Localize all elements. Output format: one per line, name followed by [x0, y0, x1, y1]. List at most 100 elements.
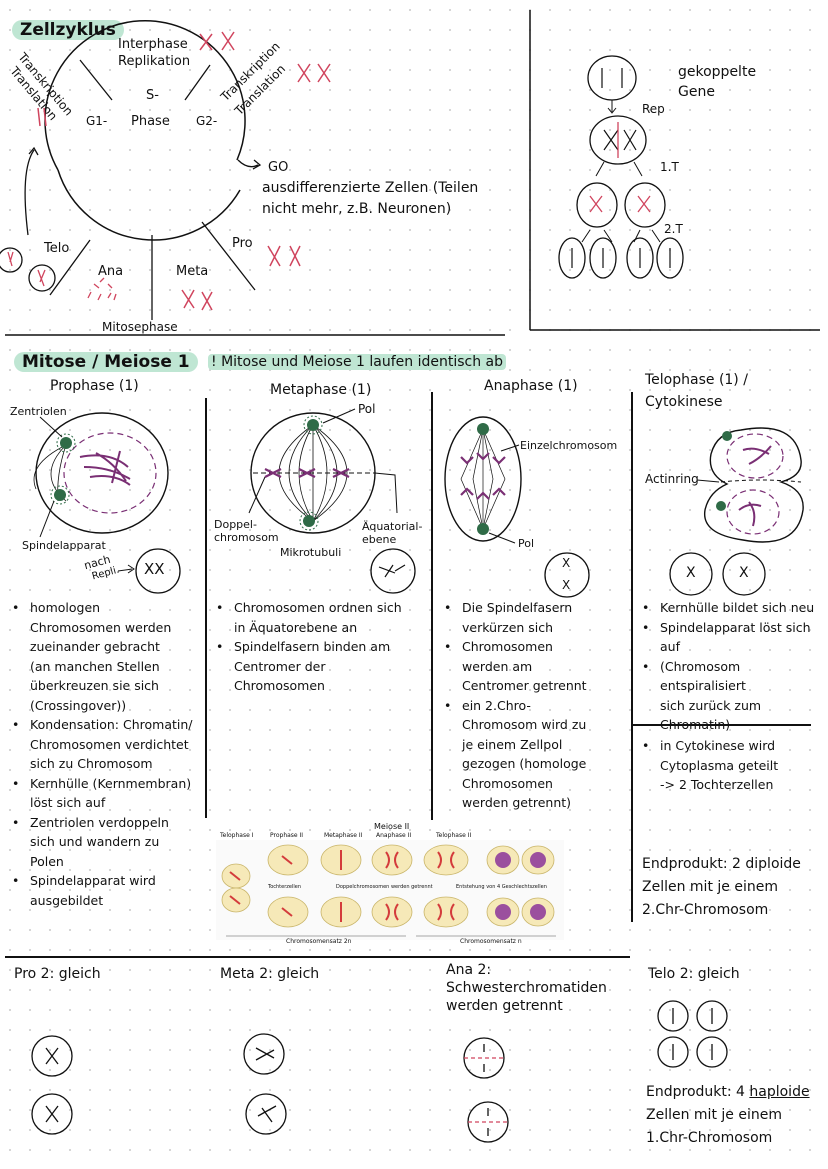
s-phase-label-2: Phase: [131, 114, 170, 129]
endprodukt-meiose-3: 1.Chr-Chromosom: [646, 1130, 773, 1146]
metaphase-title: Metaphase (1): [270, 382, 372, 398]
bullet-line: Chromosom wird zu: [462, 717, 587, 732]
aequatorialebene-label-1: Äquatorial-: [362, 520, 423, 533]
meiose2-cell-drawings: [31, 1000, 728, 1143]
spindelapparat-label: Spindelapparat: [22, 539, 106, 552]
aequatorialebene-label-2: ebene: [362, 533, 397, 546]
pol-label-ana: Pol: [518, 537, 535, 550]
bullet-line: Cytoplasma geteilt: [660, 757, 779, 773]
prophase-xx-symbol: XX: [144, 560, 165, 578]
phase-label-1: Prophase II: [270, 832, 304, 839]
bullet-item: Die Spindelfasern verkürzen sich: [442, 598, 630, 637]
column-divider-3: [631, 392, 633, 922]
bullet-line: homologen: [30, 600, 101, 615]
cycle-circle: [44, 20, 246, 171]
bullet-line: Centromer getrennt: [462, 678, 587, 693]
bullet-line: Chromosomen ordnen sich: [234, 600, 402, 615]
prophase-cell-drawing: [33, 412, 181, 594]
bullet-line: Spindelapparat wird: [30, 873, 156, 888]
bullet-line: ausgebildet: [30, 892, 104, 908]
bullet-line: Zentriolen verdoppeln: [30, 814, 169, 830]
phase-label-0: Telophase I: [220, 832, 254, 839]
caption-doppelchromosomen: Doppelchromosomen werden getrennt: [336, 884, 433, 890]
mitosephase-label: Mitosephase: [102, 320, 178, 334]
linked-genes-diagram: [558, 55, 684, 279]
bullet-line: Chromosomen: [462, 639, 553, 654]
replikation-label: Replikation: [118, 54, 191, 69]
bullet-line: zueinander gebracht: [30, 639, 160, 654]
bullet-line: werden getrennt): [462, 795, 572, 810]
bullet-line: werden am: [462, 658, 533, 674]
bullet-line: (Crossingover)): [30, 697, 127, 713]
second-division-label: 2.T: [664, 222, 683, 236]
bullet-line: löst sich auf: [30, 795, 106, 810]
doppelchromosom-label-1: Doppel-: [214, 518, 257, 531]
bullet-line: Kernhülle (Kernmembran): [30, 775, 192, 791]
caption-geschlechtszellen: Entstehung von 4 Geschlechtszellen: [456, 884, 547, 890]
bullet-line: gezogen (homologe: [462, 756, 587, 771]
interphase-label: Interphase: [118, 37, 188, 52]
phase-label-3: Anaphase II: [376, 832, 412, 839]
meiose-ii-figure: Meiose II Telophase I Prophase II Metaph…: [216, 822, 564, 945]
telophase-bullets: Kernhülle bildet sich neuSpindelapparat …: [640, 598, 828, 735]
bullet-line: -> 2 Tochterzellen: [660, 777, 774, 792]
phase-label-4: Telophase II: [436, 832, 472, 839]
linked-genes-label-1: gekoppelte: [678, 64, 757, 80]
bullet-line: sich und wandern zu: [30, 834, 160, 849]
endprodukt-mitose-3: 2.Chr-Chromosom: [642, 902, 769, 918]
einzelchromosom-label: Einzelchromosom: [520, 439, 618, 452]
first-division-label: 1.T: [660, 160, 679, 174]
column-divider-2: [431, 392, 433, 820]
endprodukt-meiose-2: Zellen mit je einem: [646, 1107, 782, 1123]
bullet-line: verkürzen sich: [462, 619, 554, 635]
anaphase-title: Anaphase (1): [484, 378, 578, 394]
mikrotubuli-label: Mikrotubuli: [280, 546, 342, 559]
caption-chromosomensatz-2n: Chromosomensatz 2n: [286, 938, 352, 945]
meiose-ii-figure-title: Meiose II: [374, 822, 410, 831]
telo2-label: Telo 2: gleich: [648, 966, 740, 982]
bullet-line: je einem Zellpol: [462, 736, 563, 752]
telophase-cell-drawing: [669, 427, 804, 596]
bullet-line: Die Spindelfasern: [462, 600, 573, 615]
s-phase-label-1: S-: [146, 88, 159, 103]
bullet-item: Spindelapparat wird ausgebildet: [10, 871, 205, 910]
bullet-item: Kernhülle bildet sich neu: [640, 598, 828, 618]
telophase-x-symbol-2: X: [739, 565, 749, 581]
prophase-title: Prophase (1): [50, 378, 139, 394]
meta-label: Meta: [176, 264, 209, 279]
column-divider-1: [205, 398, 207, 818]
endprodukt-mitose-1: Endprodukt: 2 diploide: [642, 856, 801, 872]
linked-genes-label-2: Gene: [678, 84, 715, 100]
bullet-line: sich zu Chromosom: [30, 756, 153, 771]
go-description-2: nicht mehr, z.B. Neuronen): [262, 201, 452, 217]
mitose-meiose-note: ! Mitose und Meiose 1 laufen identisch a…: [208, 354, 507, 372]
caption-chromosomensatz-n: Chromosomensatz n: [460, 938, 522, 945]
bullet-line: Chromosomen werden: [30, 619, 172, 635]
bullet-line: Chromosomen: [234, 678, 325, 693]
phase-label-2: Metaphase II: [324, 832, 363, 839]
endprodukt-mitose-2: Zellen mit je einem: [642, 879, 778, 895]
metaphase-cell-drawing: [248, 408, 416, 594]
bullet-item: Kernhülle (Kernmembran) löst sich auf: [10, 774, 205, 813]
endprodukt-meiose-1: Endprodukt: 4 haploide: [646, 1084, 810, 1100]
bullet-line: (an manchen Stellen: [30, 658, 160, 674]
bullet-line: Chromosomen verdichtet: [30, 736, 189, 752]
telophase-title-2: Cytokinese: [645, 394, 723, 410]
bullet-line: überkreuzen sie sich: [30, 678, 159, 693]
meiose2-divider: [5, 956, 630, 958]
bullet-line: Polen: [30, 853, 64, 869]
bullet-item: Chromosomen werden am Centromer getrennt: [442, 637, 630, 696]
caption-tochterzellen: Tochterzellen: [268, 884, 301, 890]
bullet-line: Chromatin): [660, 717, 731, 732]
bullet-line: Spindelapparat löst sich: [660, 619, 811, 635]
bullet-line: Chromosomen: [462, 775, 553, 791]
bullet-line: (Chromosom entspiralisiert: [660, 658, 746, 694]
pro2-label: Pro 2: gleich: [14, 966, 101, 982]
